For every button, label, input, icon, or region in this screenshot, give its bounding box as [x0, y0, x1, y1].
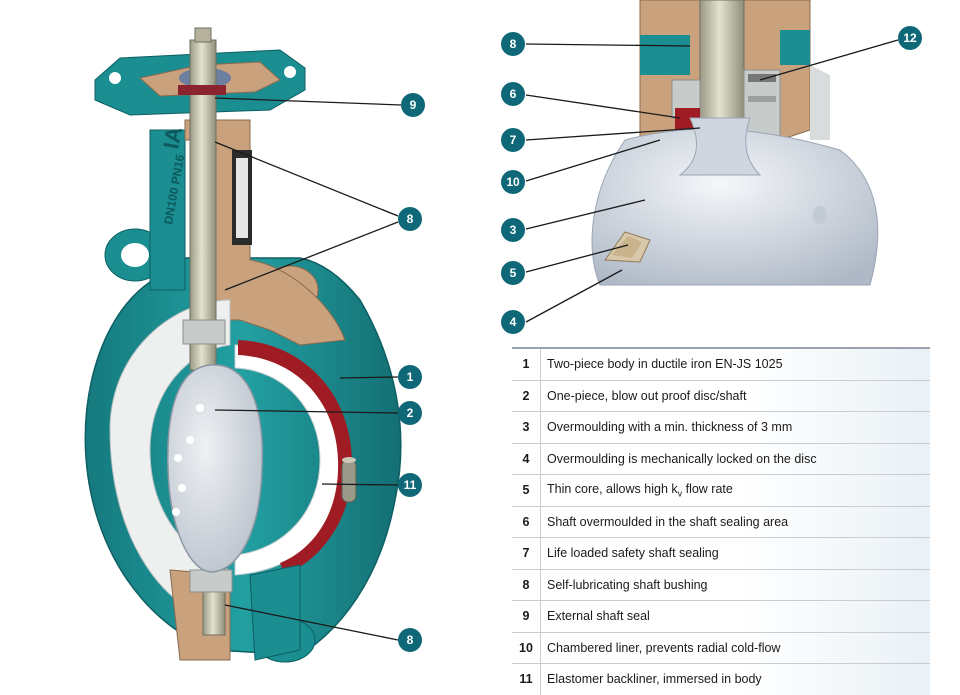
callout-8-detail: 8	[501, 32, 525, 56]
callout-5: 5	[501, 261, 525, 285]
svg-text:8: 8	[407, 212, 414, 226]
callout-1: 1	[398, 365, 422, 389]
callout-2: 2	[398, 401, 422, 425]
callout-3: 3	[501, 218, 525, 242]
callout-11: 11	[398, 473, 422, 497]
callout-8-top: 8	[398, 207, 422, 231]
callout-12: 12	[898, 26, 922, 50]
detail-view	[590, 0, 880, 290]
svg-text:8: 8	[407, 633, 414, 647]
svg-text:6: 6	[510, 87, 517, 101]
callout-8-bottom: 8	[398, 628, 422, 652]
brand-mark: IA	[158, 125, 186, 151]
svg-text:5: 5	[510, 266, 517, 280]
svg-text:7: 7	[510, 133, 517, 147]
svg-text:9: 9	[410, 98, 417, 112]
callout-6: 6	[501, 82, 525, 106]
svg-text:3: 3	[510, 223, 517, 237]
callout-4: 4	[501, 310, 525, 334]
valve-cutaway	[84, 27, 402, 663]
svg-text:1: 1	[407, 370, 414, 384]
svg-text:11: 11	[404, 478, 417, 492]
callout-9: 9	[401, 93, 425, 117]
callout-10: 10	[501, 170, 525, 194]
leader-lines	[214, 39, 899, 641]
svg-text:4: 4	[510, 315, 517, 329]
svg-text:12: 12	[903, 31, 917, 45]
callout-7: 7	[501, 128, 525, 152]
svg-text:8: 8	[510, 37, 517, 51]
svg-text:10: 10	[506, 175, 520, 189]
svg-text:2: 2	[407, 406, 414, 420]
